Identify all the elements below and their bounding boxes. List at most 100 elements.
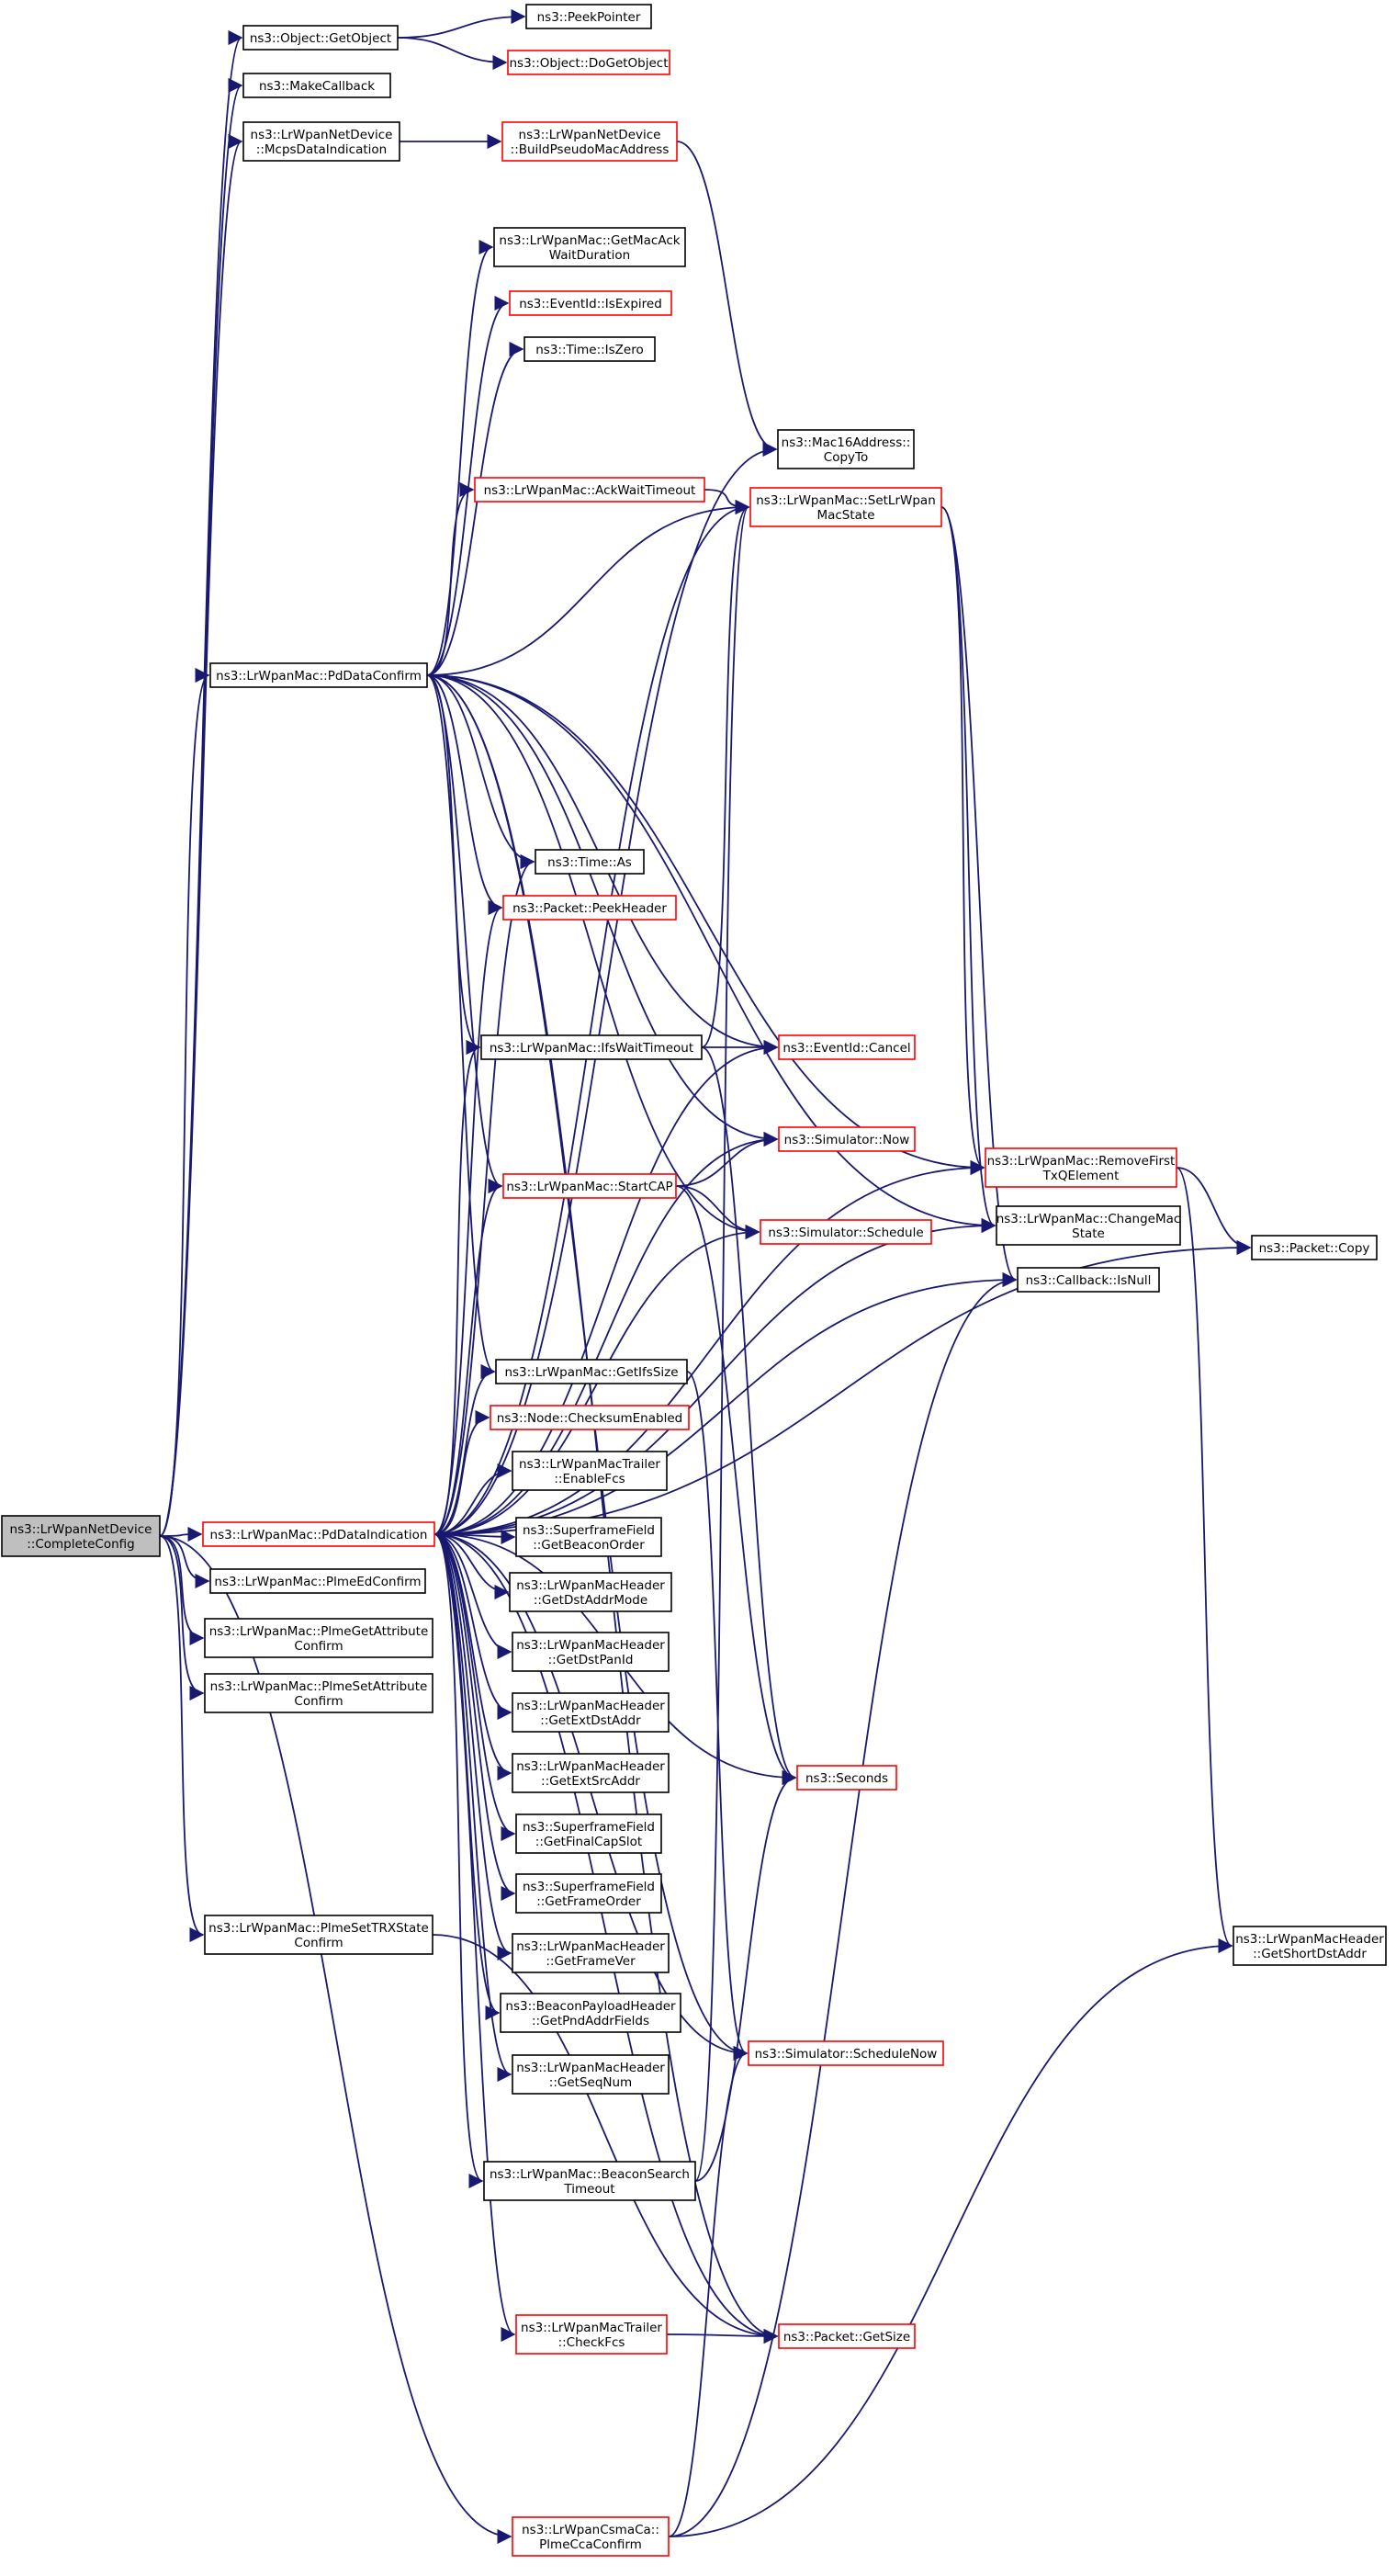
edge-removefirst-to-getshortdstaddr bbox=[1176, 1167, 1233, 1953]
node-label: ::CompleteConfig bbox=[27, 1537, 134, 1552]
node-copyto[interactable]: ns3::Mac16Address::CopyTo bbox=[777, 429, 915, 469]
node-label: State bbox=[1072, 1226, 1105, 1241]
node-mcpsdataindication[interactable]: ns3::LrWpanNetDevice::McpsDataIndication bbox=[242, 121, 400, 162]
edge-plmeccaconfirm-to-isnull bbox=[668, 1272, 1018, 2537]
node-label: ns3::SuperframeField bbox=[523, 1880, 655, 1894]
node-getsize[interactable]: ns3::Packet::GetSize bbox=[778, 2323, 916, 2349]
node-simnow[interactable]: ns3::Simulator::Now bbox=[778, 1126, 916, 1152]
node-label: ::GetFrameOrder bbox=[536, 1894, 641, 1909]
node-plmeedconfirm[interactable]: ns3::LrWpanMac::PlmeEdConfirm bbox=[209, 1568, 426, 1594]
node-box bbox=[209, 1568, 426, 1594]
edge-ackwaittimeout-to-setlrwpanmacstate bbox=[704, 489, 750, 515]
node-isexpired[interactable]: ns3::EventId::IsExpired bbox=[509, 290, 672, 316]
node-getseqnum[interactable]: ns3::LrWpanMacHeader::GetSeqNum bbox=[512, 2054, 670, 2095]
node-box bbox=[749, 487, 942, 527]
node-getdstaddrmode[interactable]: ns3::LrWpanMacHeader::GetDstAddrMode bbox=[509, 1572, 672, 1612]
edge-pddataindication-to-getifssize bbox=[433, 1363, 496, 1535]
node-box bbox=[480, 1034, 703, 1060]
node-getfinalcapslot[interactable]: ns3::SuperframeField::GetFinalCapSlot bbox=[515, 1813, 662, 1854]
node-dogetobject[interactable]: ns3::Object::DoGetObject bbox=[507, 50, 670, 75]
node-packetcopy[interactable]: ns3::Packet::Copy bbox=[1251, 1235, 1378, 1260]
node-getframeorder[interactable]: ns3::SuperframeField::GetFrameOrder bbox=[515, 1873, 662, 1914]
node-box bbox=[512, 1753, 670, 1793]
node-checksumenabled[interactable]: ns3::Node::ChecksumEnabled bbox=[490, 1405, 690, 1430]
node-getifssize[interactable]: ns3::LrWpanMac::GetIfsSize bbox=[495, 1359, 688, 1384]
node-getobject[interactable]: ns3::Object::GetObject bbox=[242, 25, 399, 51]
node-getpndaddrfields[interactable]: ns3::BeaconPayloadHeader::GetPndAddrFiel… bbox=[500, 1993, 681, 2033]
node-schedulenow[interactable]: ns3::Simulator::ScheduleNow bbox=[748, 2040, 944, 2066]
node-cancel[interactable]: ns3::EventId::Cancel bbox=[778, 1034, 916, 1060]
node-makecallback[interactable]: ns3::MakeCallback bbox=[242, 73, 391, 98]
node-peekheader[interactable]: ns3::Packet::PeekHeader bbox=[502, 895, 677, 921]
edge-plmeccaconfirm-to-getshortdstaddr bbox=[668, 1938, 1233, 2537]
node-label: ns3::LrWpanMac::PdDataConfirm bbox=[216, 669, 422, 684]
node-label: ns3::SuperframeField bbox=[523, 1523, 655, 1538]
node-pddataconfirm[interactable]: ns3::LrWpanMac::PdDataConfirm bbox=[209, 662, 428, 688]
node-box bbox=[778, 1034, 916, 1060]
node-label: ns3::LrWpanNetDevice bbox=[10, 1522, 152, 1537]
node-getframever[interactable]: ns3::LrWpanMacHeader::GetFrameVer bbox=[512, 1933, 670, 1973]
edge-removefirst-to-packetcopy bbox=[1176, 1167, 1252, 1256]
edge-beaconsearchtimeout-to-setlrwpanmacstate bbox=[694, 500, 750, 2182]
edge-pddataindication-to-getframeorder bbox=[433, 1533, 516, 1901]
node-box bbox=[204, 1673, 433, 1713]
node-startcap[interactable]: ns3::LrWpanMac::StartCAP bbox=[502, 1173, 677, 1199]
edge-beaconsearchtimeout-to-seconds bbox=[694, 1770, 797, 2182]
node-box bbox=[493, 227, 686, 267]
node-schedule[interactable]: ns3::Simulator::Schedule bbox=[760, 1219, 932, 1245]
node-box bbox=[509, 290, 672, 316]
node-box bbox=[204, 1915, 433, 1955]
node-label: Confirm bbox=[294, 1639, 343, 1654]
node-label: ns3::LrWpanMac::GetMacAck bbox=[499, 233, 680, 248]
edge-completeconfig-to-plmesetattr bbox=[159, 1535, 205, 1701]
node-ackwaittimeout[interactable]: ns3::LrWpanMac::AckWaitTimeout bbox=[474, 477, 705, 503]
edge-checkfcs-to-getsize bbox=[666, 2328, 779, 2344]
node-box bbox=[796, 1765, 897, 1791]
edge-startcap-to-simnow bbox=[675, 1131, 779, 1187]
node-label: ns3::LrWpanMacHeader bbox=[1235, 1932, 1384, 1947]
node-peekpointer[interactable]: ns3::PeekPointer bbox=[525, 4, 652, 29]
node-label: ::EnableFcs bbox=[554, 1472, 625, 1486]
node-label: ns3::LrWpanNetDevice bbox=[519, 128, 661, 142]
node-iszero[interactable]: ns3::Time::IsZero bbox=[524, 336, 656, 362]
node-getbeaconorder[interactable]: ns3::SuperframeField::GetBeaconOrder bbox=[515, 1517, 662, 1557]
edge-completeconfig-to-plmesettrxstate bbox=[159, 1535, 205, 1942]
node-label: ns3::LrWpanMacHeader bbox=[516, 1759, 665, 1774]
node-label: ns3::Seconds bbox=[805, 1771, 888, 1786]
node-label: ns3::LrWpanMac::PlmeSetTRXState bbox=[208, 1921, 429, 1936]
node-box bbox=[515, 1873, 662, 1914]
node-timeas[interactable]: ns3::Time::As bbox=[535, 849, 645, 875]
node-getextdstaddr[interactable]: ns3::LrWpanMacHeader::GetExtDstAddr bbox=[512, 1692, 670, 1733]
edge-pddataindication-to-beaconsearchtimeout bbox=[433, 1533, 484, 2188]
node-label: PlmeCcaConfirm bbox=[539, 2537, 642, 2552]
node-getshortdstaddr[interactable]: ns3::LrWpanMacHeader::GetShortDstAddr bbox=[1233, 1926, 1387, 1966]
node-box bbox=[525, 4, 652, 29]
edge-setlrwpanmacstate-to-changemacstate bbox=[940, 506, 996, 1233]
node-buildpseudomac[interactable]: ns3::LrWpanNetDevice::BuildPseudoMacAddr… bbox=[501, 121, 678, 162]
node-completeconfig[interactable]: ns3::LrWpanNetDevice::CompleteConfig bbox=[1, 1515, 161, 1557]
node-enablefcs[interactable]: ns3::LrWpanMacTrailer::EnableFcs bbox=[512, 1451, 668, 1491]
node-plmeccaconfirm[interactable]: ns3::LrWpanCsmaCa::PlmeCcaConfirm bbox=[512, 2516, 670, 2557]
node-box bbox=[242, 25, 399, 51]
node-box bbox=[535, 849, 645, 875]
node-checkfcs[interactable]: ns3::LrWpanMacTrailer::CheckFcs bbox=[515, 2314, 668, 2355]
node-getdstpanid[interactable]: ns3::LrWpanMacHeader::GetDstPanId bbox=[512, 1632, 670, 1672]
node-label: ns3::PeekPointer bbox=[537, 10, 641, 25]
edge-pddataindication-to-checkfcs bbox=[433, 1533, 516, 2342]
node-isnull[interactable]: ns3::Callback::IsNull bbox=[1017, 1267, 1160, 1293]
node-pddataindication[interactable]: ns3::LrWpanMac::PdDataIndication bbox=[202, 1521, 435, 1547]
edge-pddataindication-to-startcap bbox=[433, 1179, 503, 1535]
node-label: ::GetExtSrcAddr bbox=[541, 1774, 640, 1789]
node-getextsrcaddr[interactable]: ns3::LrWpanMacHeader::GetExtSrcAddr bbox=[512, 1753, 670, 1793]
node-label: ::McpsDataIndication bbox=[256, 142, 387, 157]
node-seconds[interactable]: ns3::Seconds bbox=[796, 1765, 897, 1791]
node-ifswaittimeout[interactable]: ns3::LrWpanMac::IfsWaitTimeout bbox=[480, 1034, 703, 1060]
